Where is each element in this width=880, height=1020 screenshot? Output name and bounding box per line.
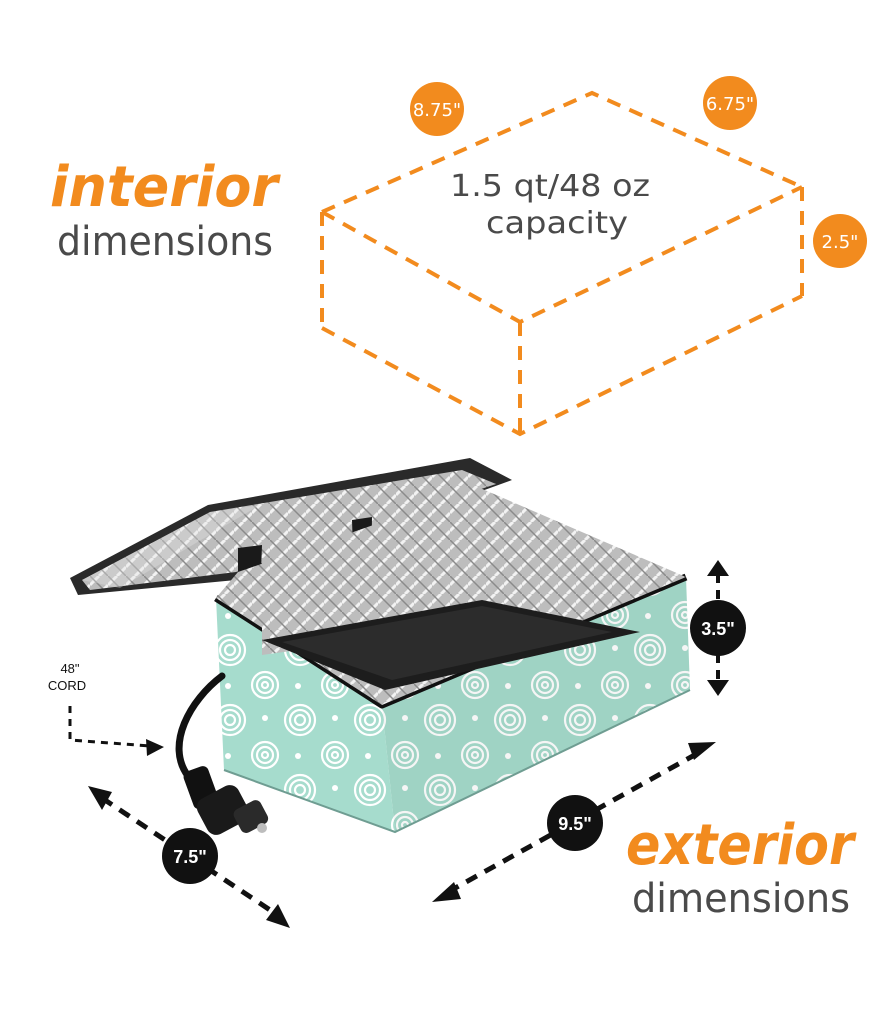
cord-length-label: 48" xyxy=(60,661,79,676)
cord-label: CORD xyxy=(48,678,86,693)
exterior-heading-rest: dimensions xyxy=(632,876,850,922)
exterior-depth-arrow: 7.5" xyxy=(88,786,290,928)
svg-text:6.75": 6.75" xyxy=(706,94,754,115)
bag-side-panel xyxy=(382,577,690,832)
interior-width-badge: 6.75" xyxy=(703,76,757,130)
capacity-line1: 1.5 qt/48 oz xyxy=(450,169,650,204)
power-cord xyxy=(175,672,269,835)
exterior-length-arrow: 9.5" xyxy=(432,742,716,902)
cord-pointer-arrowhead xyxy=(146,739,164,756)
svg-text:8.75": 8.75" xyxy=(413,100,461,121)
interior-length-badge: 8.75" xyxy=(410,82,464,136)
exterior-heading-accent: exterior xyxy=(626,813,857,878)
svg-text:2.5": 2.5" xyxy=(822,232,859,253)
exterior-height-arrow: 3.5" xyxy=(690,560,746,696)
capacity-line2: capacity xyxy=(486,206,628,241)
exterior-depth-value: 7.5" xyxy=(173,847,207,867)
interior-height-badge: 2.5" xyxy=(813,214,867,268)
exterior-length-value: 9.5" xyxy=(558,814,592,834)
cord-pointer-line xyxy=(68,706,151,748)
interior-heading-accent: interior xyxy=(50,155,281,220)
interior-box-outline xyxy=(320,90,804,437)
bag-front-panel xyxy=(216,598,395,832)
exterior-height-value: 3.5" xyxy=(701,619,735,639)
lunch-bag-illustration xyxy=(70,458,691,834)
interior-heading-rest: dimensions xyxy=(57,219,273,265)
